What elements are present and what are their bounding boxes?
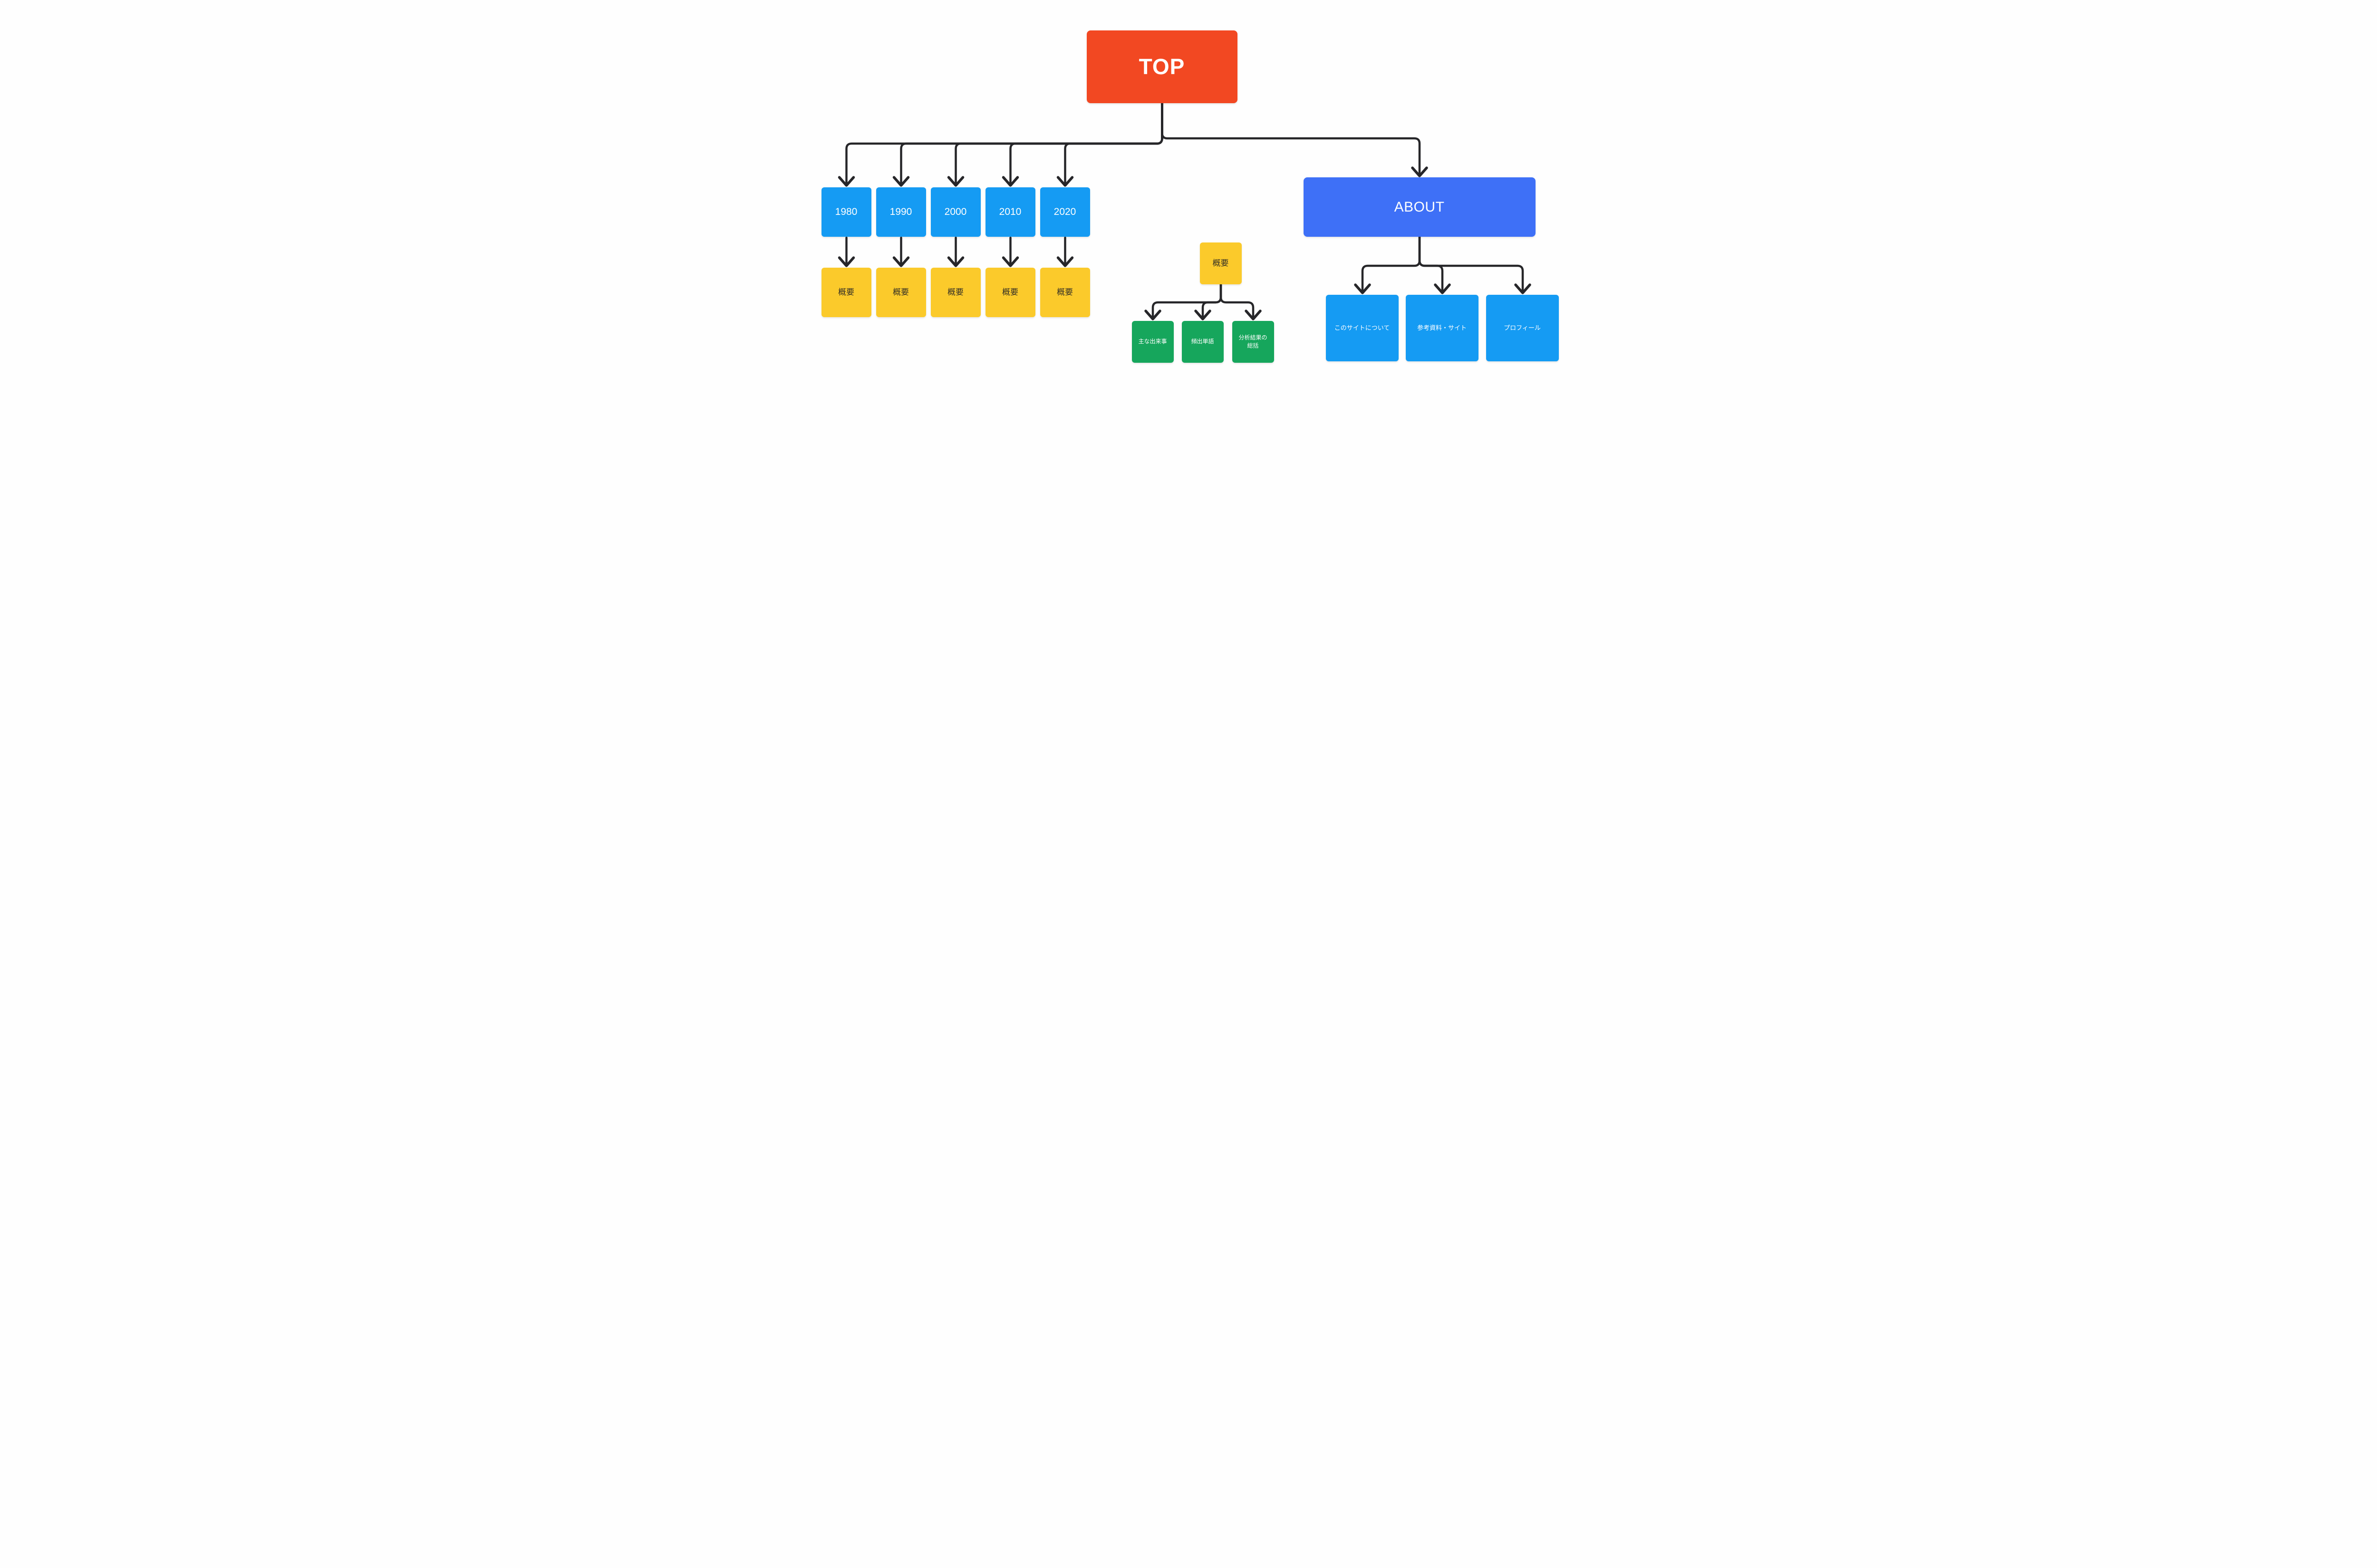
node-frequent-words[interactable]: 頻出単語 [1181, 321, 1224, 363]
node-summary-2020[interactable]: 概要 [1040, 268, 1090, 317]
connector-top-1990 [892, 102, 1163, 187]
connector-2010-summary [1002, 236, 1019, 267]
connector-about-profile [1418, 235, 1531, 294]
node-decade-2020-label: 2020 [1053, 206, 1076, 217]
node-decade-1990-label: 1990 [889, 206, 912, 217]
arrowhead-1980 [838, 176, 855, 187]
node-frequent-words-label: 頻出単語 [1191, 338, 1214, 345]
node-summary-1990-label: 概要 [893, 287, 909, 297]
node-decade-1980[interactable]: 1980 [821, 187, 871, 237]
node-top-label: TOP [1139, 54, 1185, 79]
node-summary-2020-label: 概要 [1057, 287, 1073, 297]
node-decade-2020[interactable]: 2020 [1040, 187, 1090, 237]
arrowhead-2020-summary [1056, 256, 1073, 267]
arrowhead-events [1144, 310, 1161, 320]
connector-2000-summary [947, 236, 964, 267]
node-summary-branch[interactable]: 概要 [1199, 242, 1242, 284]
node-about-this-site[interactable]: このサイトについて [1325, 295, 1399, 361]
node-decade-1980-label: 1980 [835, 206, 858, 217]
arrowhead-analysis [1244, 310, 1262, 320]
connector-2020-summary [1056, 236, 1073, 267]
arrowhead-1980-summary [838, 256, 855, 267]
arrowhead-site [1353, 283, 1371, 294]
connector-top-2020 [1056, 102, 1163, 187]
node-analysis-summary[interactable]: 分析結果の総括 [1232, 321, 1274, 363]
node-about-profile[interactable]: プロフィール [1486, 295, 1559, 361]
arrowhead-2000 [947, 176, 964, 187]
arrowhead-1990 [892, 176, 909, 187]
node-summary-1980[interactable]: 概要 [821, 268, 871, 317]
arrowhead-words [1194, 310, 1211, 320]
connector-summary-words [1194, 283, 1222, 320]
node-summary-2000[interactable]: 概要 [930, 268, 981, 317]
node-about-this-site-label: このサイトについて [1334, 324, 1390, 331]
connector-summary-events [1144, 283, 1222, 320]
arrowhead-about [1411, 166, 1428, 177]
arrowhead-references [1433, 283, 1451, 294]
node-about-label: ABOUT [1394, 199, 1445, 215]
arrowhead-2000-summary [947, 256, 964, 267]
node-about-profile-label: プロフィール [1504, 324, 1541, 331]
arrowhead-1990-summary [892, 256, 909, 267]
node-about-references[interactable]: 参考資料・サイト [1405, 295, 1478, 361]
node-about-references-label: 参考資料・サイト [1417, 324, 1467, 331]
sitemap-diagram-canvas: TOP 1980 1990 2000 2010 2020 概要 概要 概要 概要… [791, 0, 1586, 392]
node-decade-2000-label: 2000 [944, 206, 967, 217]
node-summary-2000-label: 概要 [947, 287, 964, 297]
connector-1990-summary [892, 236, 909, 267]
connector-top-2010 [1002, 102, 1163, 187]
node-summary-1990[interactable]: 概要 [876, 268, 926, 317]
connector-1980-summary [838, 236, 855, 267]
connector-summary-analysis [1219, 283, 1262, 320]
node-top[interactable]: TOP [1086, 30, 1237, 103]
arrowhead-2010 [1002, 176, 1019, 187]
node-summary-branch-label: 概要 [1212, 258, 1229, 268]
node-about[interactable]: ABOUT [1303, 177, 1536, 237]
node-decade-2000[interactable]: 2000 [930, 187, 981, 237]
node-decade-2010-label: 2010 [999, 206, 1022, 217]
node-main-events[interactable]: 主な出来事 [1131, 321, 1174, 363]
connector-top-2000 [947, 102, 1163, 187]
connector-about-site [1353, 235, 1420, 294]
node-main-events-label: 主な出来事 [1138, 338, 1167, 345]
connector-top-about [1160, 102, 1428, 177]
connector-about-references [1418, 235, 1451, 294]
node-summary-1980-label: 概要 [838, 287, 854, 297]
node-summary-2010-label: 概要 [1002, 287, 1018, 297]
connector-top-1980 [838, 102, 1163, 187]
arrowhead-profile [1514, 283, 1531, 294]
node-summary-2010[interactable]: 概要 [985, 268, 1035, 317]
node-decade-2010[interactable]: 2010 [985, 187, 1035, 237]
arrowhead-2010-summary [1002, 256, 1019, 267]
node-decade-1990[interactable]: 1990 [876, 187, 926, 237]
node-analysis-summary-label: 分析結果の総括 [1238, 334, 1267, 349]
arrowhead-2020 [1056, 176, 1073, 187]
